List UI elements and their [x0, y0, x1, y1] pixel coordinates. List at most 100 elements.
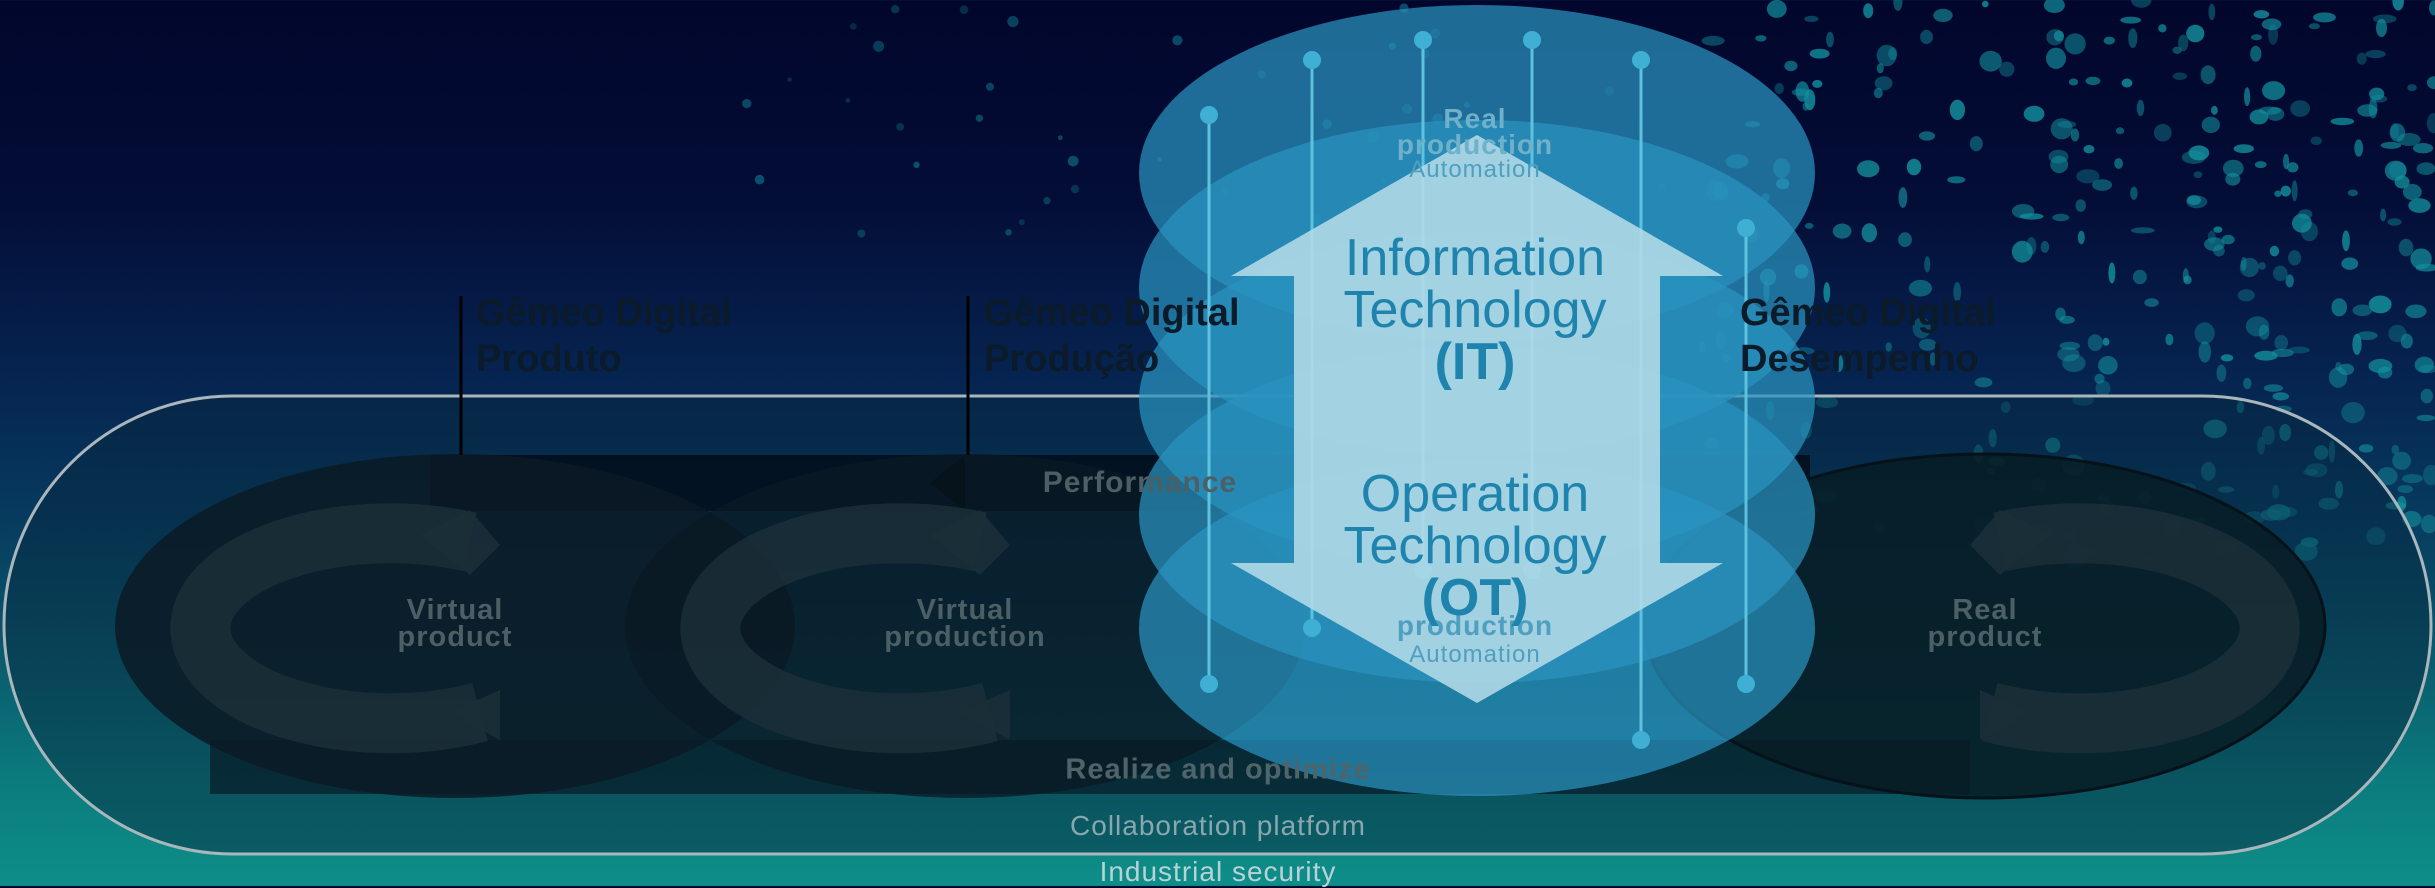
- particle: [2098, 356, 2118, 375]
- particle: [2357, 53, 2367, 65]
- particle: [1172, 35, 1182, 45]
- particle: [913, 162, 919, 168]
- pin-node: [1200, 675, 1218, 693]
- particle: [1833, 224, 1852, 239]
- particle: [2086, 77, 2101, 85]
- particle: [1919, 131, 1935, 140]
- particle: [1775, 83, 1784, 94]
- particle: [2387, 218, 2401, 225]
- particle: [1058, 135, 1063, 140]
- pin-node: [1200, 106, 1218, 124]
- particle: [2046, 48, 2066, 69]
- particle: [1907, 159, 1921, 176]
- particle: [2415, 357, 2434, 373]
- particle: [2251, 34, 2262, 40]
- particle: [2173, 47, 2182, 54]
- particle: [1970, 136, 1983, 151]
- particle: [2165, 334, 2173, 346]
- particle: [2128, 28, 2137, 48]
- particle: [2259, 107, 2282, 115]
- pin-node: [1303, 51, 1321, 69]
- particle: [2365, 50, 2385, 58]
- particle: [1863, 3, 1873, 18]
- particle: [2281, 186, 2291, 197]
- particle: [2244, 87, 2250, 106]
- particle: [2288, 250, 2301, 265]
- particle: [2130, 187, 2138, 200]
- particle: [2065, 33, 2086, 54]
- particle: [2329, 367, 2347, 388]
- particle: [2012, 241, 2033, 263]
- particle: [2403, 184, 2422, 200]
- pin-node: [1414, 31, 1432, 49]
- particle: [891, 5, 899, 13]
- ot-line-2: Technology: [1343, 517, 1606, 575]
- particle: [1899, 187, 1908, 208]
- particle: [2258, 262, 2265, 270]
- particle: [1805, 223, 1814, 229]
- particle: [976, 115, 983, 122]
- particle: [2234, 144, 2254, 153]
- particle: [742, 99, 751, 108]
- particle: [2186, 195, 2207, 208]
- pin-node: [1737, 675, 1755, 693]
- particle: [2392, 0, 2404, 11]
- particle: [2388, 325, 2406, 342]
- particle: [1933, 9, 1952, 22]
- cycle-label-virtual-product: Virtual product: [398, 597, 513, 651]
- particle: [2421, 389, 2433, 404]
- particle: [2254, 10, 2270, 18]
- particle: [2108, 262, 2115, 283]
- pin-node: [1523, 31, 1541, 49]
- particle: [2292, 214, 2312, 233]
- particle: [1947, 176, 1965, 183]
- particle: [2041, 241, 2050, 253]
- particle: [2348, 190, 2358, 197]
- particle: [2423, 465, 2435, 486]
- particle: [1950, 100, 1965, 120]
- particle: [1979, 51, 2001, 72]
- particle: [986, 83, 994, 91]
- particle: [2274, 335, 2288, 350]
- particle: [2194, 171, 2203, 178]
- particle: [1888, 47, 1897, 60]
- particle: [2199, 341, 2211, 362]
- it-line-1: Information: [1345, 229, 1605, 287]
- particle: [755, 175, 765, 185]
- particle: [2405, 305, 2426, 319]
- particle: [2309, 23, 2320, 29]
- particle: [2076, 199, 2086, 212]
- it-abbr: (IT): [1343, 336, 1606, 388]
- particle: [2408, 198, 2430, 213]
- particle: [873, 41, 884, 52]
- particle: [1924, 256, 1930, 272]
- particle: [857, 230, 865, 238]
- particle: [1875, 76, 1893, 90]
- particle: [2154, 124, 2172, 142]
- particle: [2131, 0, 2151, 8]
- particle: [1007, 16, 1018, 27]
- particle: [2204, 237, 2225, 251]
- particle: [2116, 127, 2124, 134]
- particle: [2331, 118, 2355, 125]
- particle: [2290, 100, 2310, 117]
- particle: [1857, 160, 1879, 177]
- particle: [2399, 239, 2414, 257]
- particle: [2417, 162, 2435, 175]
- particle: [2397, 485, 2413, 493]
- particle: [2429, 0, 2435, 15]
- particle: [2069, 79, 2078, 86]
- particle: [2158, 24, 2166, 32]
- particle: [2352, 334, 2361, 355]
- particle: [2096, 380, 2111, 396]
- particle: [2287, 162, 2298, 172]
- twin-label-performance: Gêmeo Digital Desempenho: [1740, 290, 1996, 382]
- particle: [1810, 49, 1830, 59]
- particle: [2076, 169, 2099, 183]
- particle: [2060, 342, 2080, 350]
- band-label-collaboration: Collaboration platform: [1070, 810, 1366, 842]
- particle: [2369, 359, 2393, 373]
- pin-node: [1303, 619, 1321, 637]
- disc-label-real-production: Real production: [1397, 106, 1553, 158]
- particle: [2057, 121, 2076, 128]
